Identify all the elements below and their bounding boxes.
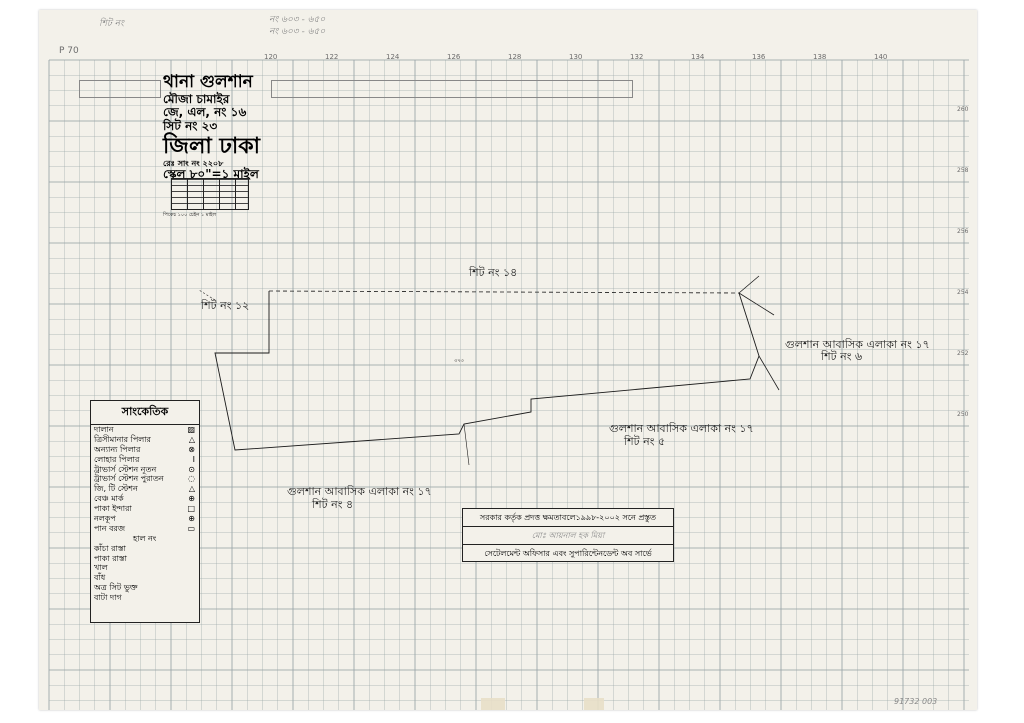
legend-item: কাঁচা রাস্তা bbox=[94, 543, 126, 553]
tape-strip bbox=[481, 698, 505, 710]
legend-title: সাংকেতিক bbox=[91, 401, 199, 425]
boundary-tick bbox=[758, 355, 780, 391]
legend-item: পান বরজ▭ bbox=[94, 523, 195, 533]
header-table-left bbox=[79, 80, 161, 98]
legend-item: অন্যান্য পিলার⊗ bbox=[94, 444, 195, 454]
plot-number: ৩৭৩ bbox=[454, 358, 464, 364]
notice-line-2: মোঃ আয়নাল হক মিয়া bbox=[463, 527, 673, 545]
legend-item: দালান▨ bbox=[94, 425, 195, 434]
district-label: জিলা ঢাকা bbox=[163, 133, 261, 159]
building-icon: ▨ bbox=[187, 425, 195, 434]
legend-item: পাকা ইন্দারা□ bbox=[94, 504, 195, 514]
legend-item: হাল নং bbox=[133, 533, 157, 543]
scale-bar bbox=[171, 178, 249, 210]
grid-number-top: 132 bbox=[630, 53, 644, 61]
betel-garden-icon: ▭ bbox=[187, 523, 195, 533]
grid-number-top: 128 bbox=[508, 53, 522, 61]
map-sheet: শিট নং নং ৬০৩ - ৬৫০ নং ৬০৩ - ৬৫০ P 70 12… bbox=[39, 10, 977, 710]
grid-number-right: 256 bbox=[957, 228, 969, 235]
top-pencil-note-2: নং ৬০৩ - ৬৫০ bbox=[269, 27, 326, 37]
thana-label: থানা গুলশান bbox=[163, 72, 253, 92]
label-residential-17-left: গুলশান আবাসিক এলাকা নং ১৭ bbox=[287, 485, 432, 498]
sheet-boundary-dashed bbox=[268, 290, 740, 294]
tubewell-icon: ⊕ bbox=[188, 514, 195, 524]
bench-mark-icon: ⊕ bbox=[188, 494, 195, 504]
map-grid bbox=[48, 59, 969, 710]
legend-item: নলকূপ⊕ bbox=[94, 514, 195, 524]
grid-number-top: 136 bbox=[752, 53, 766, 61]
label-residential-17-right: গুলশান আবাসিক এলাকা নং ১৭ bbox=[785, 338, 930, 351]
well-icon: □ bbox=[187, 504, 195, 514]
corner-number: P 70 bbox=[59, 46, 79, 56]
label-sheet-4: শিট নং ৪ bbox=[312, 498, 354, 511]
legend-item: বেঞ্চ মার্ক⊕ bbox=[94, 494, 195, 504]
notice-line-1: সরকার কর্তৃক প্রদত্ত ক্ষমতাবলে১৯৯৮-২০০২ … bbox=[463, 509, 673, 527]
boundary-tick bbox=[738, 292, 775, 316]
sheet-number: সিট নং ২৩ bbox=[163, 119, 218, 134]
top-pencil-note-1: নং ৬০৩ - ৬৫০ bbox=[269, 15, 326, 25]
grid-number-right: 260 bbox=[957, 106, 969, 113]
tape-strip bbox=[584, 698, 604, 710]
grid-number-top: 124 bbox=[386, 53, 400, 61]
legend-item: ট্রাভার্স স্টেশন নূতন⊙ bbox=[94, 464, 195, 474]
triangle-icon: △ bbox=[188, 434, 195, 444]
legend-item: পাকা রাস্তা bbox=[94, 553, 128, 563]
legend-item: অত্র সিট ভুক্ত bbox=[94, 583, 138, 593]
label-sheet-5: শিট নং ৫ bbox=[624, 435, 666, 448]
legend-item: বাটা দাগ bbox=[94, 593, 122, 603]
legend-item: জি, টি স্টেশন△ bbox=[94, 484, 195, 494]
grid-number-top: 120 bbox=[264, 53, 278, 61]
scale-label: স্কেল ৮০"=১ মাইল bbox=[163, 167, 259, 182]
grid-number-top: 138 bbox=[813, 53, 827, 61]
boundary-tick bbox=[738, 275, 760, 294]
scale-caption: পিকেচ ১০০ চেইন ১ মাইল bbox=[163, 212, 217, 218]
iron-pillar-icon: I bbox=[192, 454, 195, 464]
preparation-notice: সরকার কর্তৃক প্রদত্ত ক্ষমতাবলে১৯৯৮-২০০২ … bbox=[462, 508, 674, 562]
label-residential-17-mid: গুলশান আবাসিক এলাকা নং ১৭ bbox=[609, 422, 754, 435]
grid-number-top: 130 bbox=[569, 53, 583, 61]
legend-item: বাঁধ bbox=[94, 573, 106, 583]
station-new-icon: ⊙ bbox=[188, 464, 195, 474]
grid-number-top: 134 bbox=[691, 53, 705, 61]
boundary-tick bbox=[198, 289, 216, 301]
legend-item: খাল bbox=[94, 563, 108, 573]
legend-box: সাংকেতিক দালান▨ ত্রিসীমানার পিলার△ অন্যা… bbox=[90, 400, 200, 623]
header-table-main bbox=[271, 80, 633, 98]
mouza-label: মৌজা চামাইর bbox=[163, 91, 230, 106]
grid-number-right: 254 bbox=[957, 289, 969, 296]
gt-station-icon: △ bbox=[188, 484, 195, 494]
label-sheet-6: শিট নং ৬ bbox=[821, 350, 863, 363]
grid-number-right: 258 bbox=[957, 167, 969, 174]
jl-number: জে, এল, নং ১৬ bbox=[163, 105, 247, 120]
grid-number-top: 122 bbox=[325, 53, 339, 61]
grid-number-top: 126 bbox=[447, 53, 461, 61]
legend-item: ট্রাভার্স স্টেশন পুরাতন◌ bbox=[94, 474, 195, 484]
title-block: থানা গুলশান মৌজা চামাইর জে, এল, নং ১৬ সি… bbox=[163, 72, 303, 182]
label-sheet-14: শিট নং ১৪ bbox=[469, 266, 518, 279]
registration-number: রেঃ সাং নং ২২০৮ bbox=[163, 159, 224, 169]
boundary-tick bbox=[463, 423, 470, 466]
label-sheet-12: শিট নং ১২ bbox=[201, 299, 250, 312]
grid-number-right: 250 bbox=[957, 411, 969, 418]
pillar-icon: ⊗ bbox=[188, 444, 195, 454]
grid-number-right: 252 bbox=[957, 350, 969, 357]
grid-number-top: 140 bbox=[874, 53, 888, 61]
top-pencil-left: শিট নং bbox=[99, 19, 124, 29]
station-old-icon: ◌ bbox=[188, 474, 195, 484]
notice-line-3: সেটেলমেন্ট অফিসার এবং সুপারিন্টেনডেন্ট অ… bbox=[484, 549, 652, 558]
stamp-number: 91732 003 bbox=[894, 697, 938, 706]
legend-item: ত্রিসীমানার পিলার△ bbox=[94, 434, 195, 444]
